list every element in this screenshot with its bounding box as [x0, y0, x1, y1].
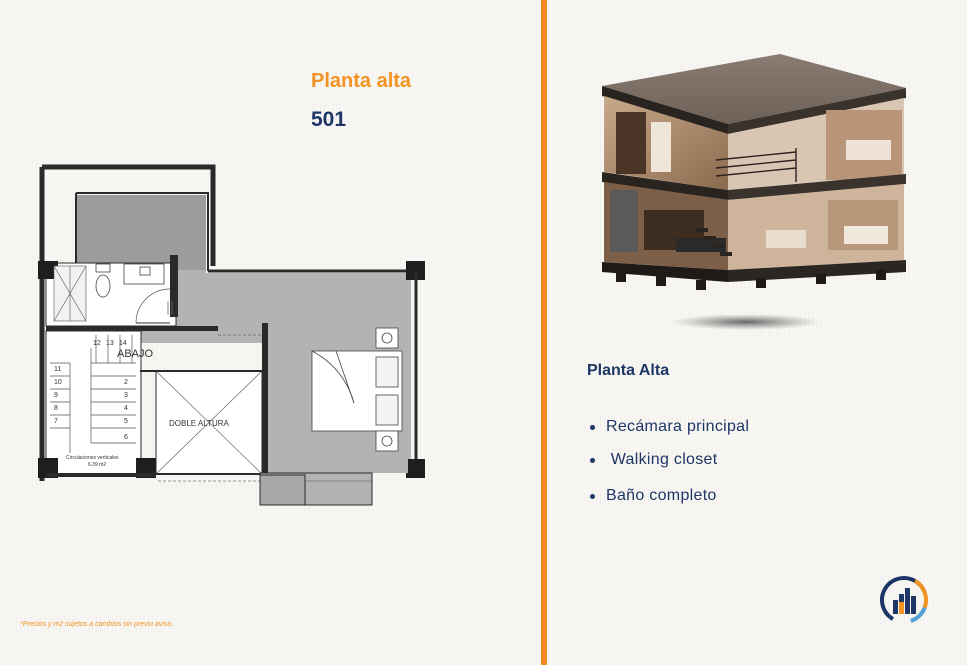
section-title: Planta Alta	[587, 362, 670, 379]
feature-item: Baño completo	[590, 486, 717, 506]
brand-logo	[880, 576, 928, 624]
abajo-label: ABAJO	[117, 348, 154, 360]
step-11: 11	[54, 366, 61, 373]
roof-slab	[602, 54, 906, 124]
bullet-icon	[590, 424, 595, 430]
stair-treads	[50, 335, 136, 453]
circulation-area: 6.39 m2	[88, 462, 106, 468]
step-9: 9	[54, 392, 58, 399]
unit-number: 501	[311, 108, 347, 131]
step-10: 10	[54, 379, 62, 386]
sink	[123, 263, 165, 285]
orange-divider	[541, 0, 547, 665]
step-4: 4	[124, 405, 128, 412]
step-13: 13	[106, 340, 114, 347]
nightstands	[375, 327, 399, 452]
step-6: 6	[124, 434, 128, 441]
feature-label: Walking closet	[606, 451, 718, 468]
bullet-icon	[590, 457, 595, 463]
toilet	[95, 263, 111, 298]
feature-item: Recámara principal	[590, 417, 749, 437]
bullet-icon	[590, 493, 595, 499]
bed	[311, 350, 403, 432]
step-7: 7	[54, 418, 58, 425]
circulation-label: Circulaciones verticales	[66, 455, 119, 461]
feature-label: Recámara principal	[606, 418, 750, 435]
feature-label: Baño completo	[606, 487, 717, 504]
feature-item: Walking closet	[590, 450, 718, 470]
floor-title: Planta alta	[311, 70, 412, 92]
step-5: 5	[124, 418, 128, 425]
step-14: 14	[119, 340, 127, 347]
step-2: 2	[124, 379, 128, 386]
house-render	[602, 54, 906, 330]
doble-altura-label: DOBLE ALTURA	[169, 419, 230, 428]
step-8: 8	[54, 405, 58, 412]
floor-plan: 11 10 9 8 7 2 3 4 5 6 12 13 14 ABAJO Cir…	[38, 164, 425, 506]
step-12: 12	[93, 340, 101, 347]
step-3: 3	[124, 392, 128, 399]
disclaimer-note: *Precios y m2 sujetos a cambios sin prev…	[20, 621, 174, 628]
open-area-top	[76, 195, 206, 270]
outer-wall	[39, 164, 216, 481]
shower	[53, 265, 87, 322]
